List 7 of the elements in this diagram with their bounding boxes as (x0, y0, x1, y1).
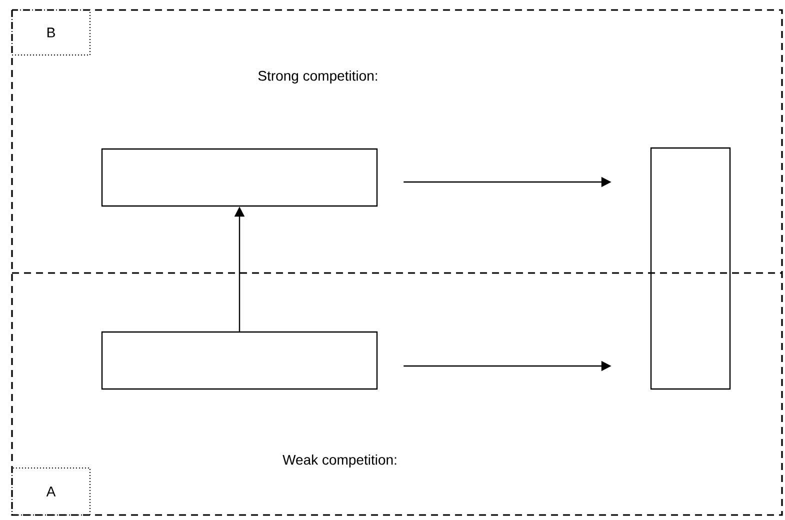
empty-box (101, 331, 378, 390)
empty-box (101, 148, 378, 207)
empty-box (650, 147, 731, 390)
corner-box: A (12, 468, 90, 516)
section-label: Weak competition: (282, 454, 396, 468)
corner-box: B (12, 10, 90, 56)
section-label: Strong competition: (258, 70, 378, 84)
